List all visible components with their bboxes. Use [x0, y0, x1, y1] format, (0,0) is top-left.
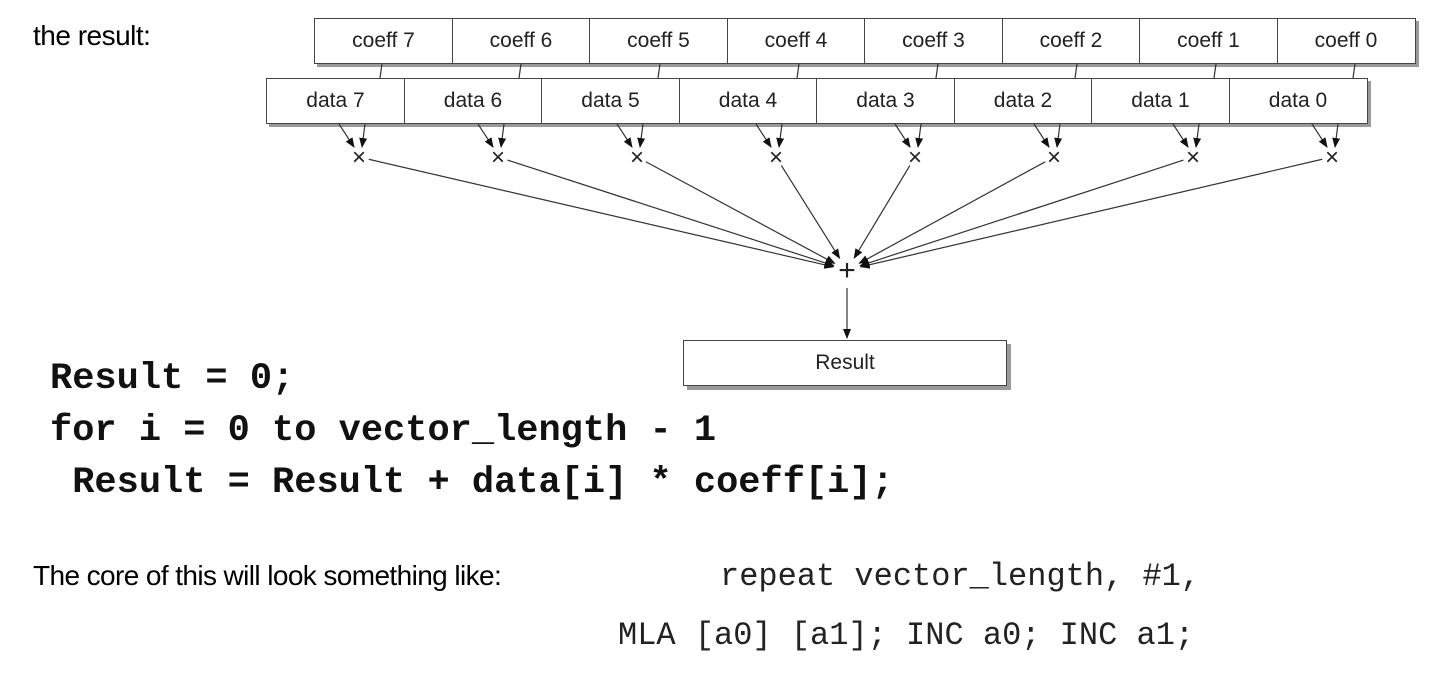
data-to-multiply-arrow: [894, 123, 911, 148]
data-cell: data 2: [953, 78, 1093, 124]
data-cell: data 5: [541, 78, 680, 124]
result-box: Result: [683, 340, 1007, 386]
coeff-to-multiply-arrow: [1054, 123, 1063, 148]
coeff-cell: coeff 7: [314, 18, 453, 64]
coeff-connector-line: [1213, 63, 1217, 79]
coeff-connector-line: [379, 63, 383, 79]
intro-text: the result:: [33, 20, 151, 51]
data-cell: data 0: [1228, 78, 1368, 124]
data-to-multiply-arrow: [1172, 123, 1189, 148]
coeff-connector-line: [518, 63, 522, 79]
core-description: The core of this will look something lik…: [33, 560, 502, 591]
multiply-to-sum-arrow: [853, 165, 911, 259]
sum-symbol: +: [838, 254, 856, 287]
coeff-to-multiply-arrow: [498, 123, 507, 148]
coeff-to-multiply-arrow: [1193, 123, 1202, 148]
data-to-multiply-arrow: [477, 123, 494, 148]
multiply-to-sum-arrow: [645, 161, 836, 264]
multiply-symbol: ×: [491, 144, 505, 171]
multiply-symbol: ×: [1047, 144, 1061, 171]
coeff-cell: coeff 1: [1139, 18, 1278, 64]
data-to-multiply-arrow: [616, 123, 633, 148]
data-to-multiply-arrow: [755, 123, 772, 148]
coeff-connector-line: [657, 63, 661, 79]
coeff-connector-line: [796, 63, 800, 79]
data-to-multiply-arrow: [1311, 123, 1328, 148]
data-to-multiply-arrow: [1033, 123, 1050, 148]
coeff-to-multiply-arrow: [1332, 123, 1341, 148]
coeff-connector-line: [1352, 63, 1356, 79]
multiply-symbol: ×: [908, 144, 922, 171]
asm-line-2: MLA [a0] [a1]; INC a0; INC a1;: [618, 617, 1195, 654]
coeff-to-multiply-arrow: [359, 123, 368, 148]
multiply-symbol: ×: [1186, 144, 1200, 171]
code-line-2: for i = 0 to vector_length - 1: [50, 410, 717, 452]
multiply-to-sum-arrow: [507, 159, 835, 267]
data-cell: data 6: [403, 78, 543, 124]
coeff-to-multiply-arrow: [915, 123, 924, 148]
data-cell: data 4: [678, 78, 818, 124]
coeff-cell: coeff 2: [1001, 18, 1141, 64]
code-line-1: Result = 0;: [50, 358, 295, 400]
coeff-to-multiply-arrow: [637, 123, 646, 148]
multiply-to-sum-arrow: [859, 159, 1184, 267]
coeff-to-multiply-arrow: [776, 123, 785, 148]
asm-line-1: repeat vector_length, #1,: [720, 558, 1201, 595]
coeff-cell: coeff 5: [589, 18, 728, 64]
multiply-symbol: ×: [352, 144, 366, 171]
data-cell: data 3: [816, 78, 955, 124]
code-line-3: Result = Result + data[i] * coeff[i];: [50, 462, 894, 504]
multiply-to-sum-arrow: [858, 161, 1046, 264]
data-row: data 7 data 6 data 5 data 4 data 3 data …: [266, 78, 1368, 124]
coeff-row: coeff 7 coeff 6 coeff 5 coeff 4 coeff 3 …: [314, 18, 1416, 64]
multiply-to-sum-arrow: [368, 158, 835, 269]
multiply-to-sum-arrow: [780, 165, 841, 259]
coeff-connector-line: [1074, 63, 1078, 79]
coeff-connector-line: [935, 63, 939, 79]
data-cell: data 1: [1091, 78, 1230, 124]
multiply-symbol: ×: [1325, 144, 1339, 171]
data-to-multiply-arrow: [338, 123, 355, 148]
coeff-cell: coeff 0: [1276, 18, 1416, 64]
multiply-to-sum-arrow: [859, 158, 1323, 269]
multiply-symbol: ×: [769, 144, 783, 171]
data-cell: data 7: [266, 78, 405, 124]
multiply-symbol: ×: [630, 144, 644, 171]
